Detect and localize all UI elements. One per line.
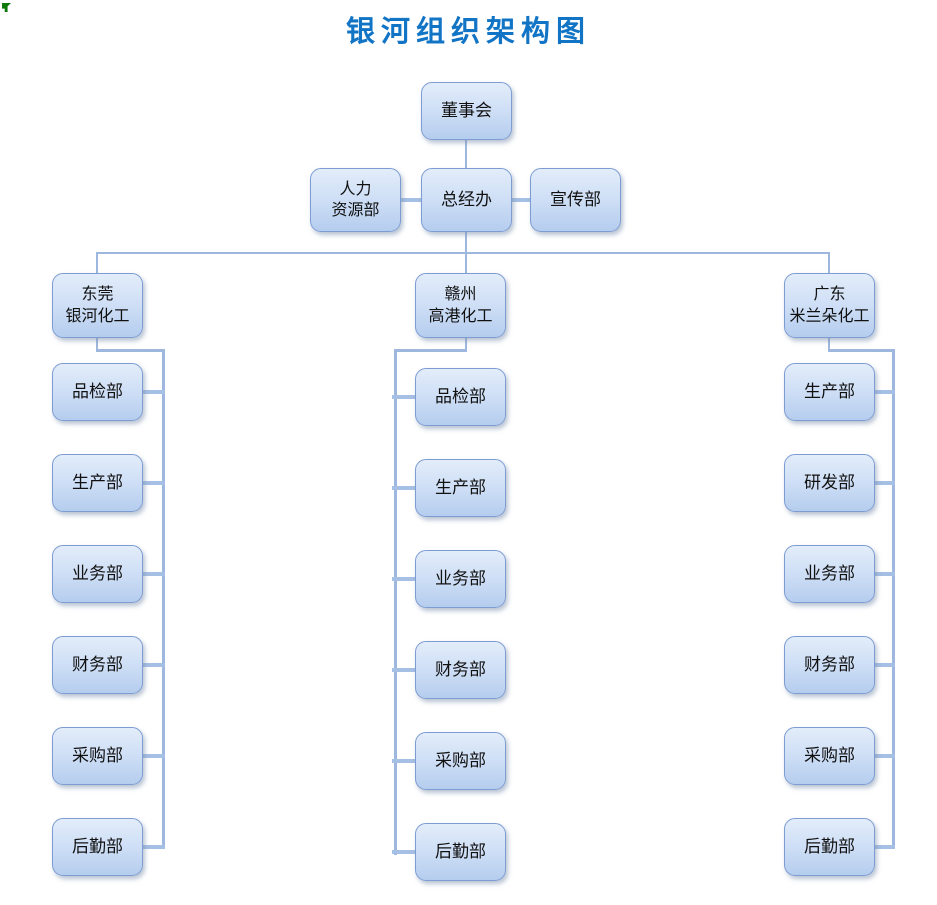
org-box-hr: 人力 资源部 — [310, 168, 401, 232]
connector-line — [96, 252, 830, 254]
connector-line — [141, 390, 165, 394]
connector-line — [392, 395, 416, 399]
connector-line — [828, 349, 895, 352]
green-corner-marker-icon — [2, 3, 11, 12]
connector-line — [141, 663, 165, 667]
connector-line — [141, 572, 165, 576]
connector-line — [392, 850, 416, 854]
org-box-label: 赣州 — [444, 286, 477, 304]
org-box-label: 总经办 — [441, 189, 492, 209]
org-box-label: 东莞 — [81, 286, 114, 304]
connector-line — [394, 349, 467, 352]
connector-line — [872, 390, 895, 394]
dept-box: 后勤部 — [784, 818, 875, 876]
dept-box: 业务部 — [784, 545, 875, 603]
dept-box: 业务部 — [52, 545, 143, 603]
connector-line — [872, 663, 895, 667]
connector-line — [872, 572, 895, 576]
org-box-label: 广东 — [813, 286, 846, 304]
connector-line — [141, 845, 165, 849]
connector-line — [872, 845, 895, 849]
connector-line — [392, 577, 416, 581]
org-box-label: 人力 — [339, 180, 372, 198]
dept-box: 采购部 — [784, 727, 875, 785]
dept-box: 生产部 — [415, 459, 506, 517]
org-box-label: 资源部 — [331, 202, 380, 219]
dept-box: 生产部 — [784, 363, 875, 421]
connector-line — [96, 252, 98, 273]
connector-line — [392, 486, 416, 490]
connector-line — [141, 754, 165, 758]
dept-box: 生产部 — [52, 454, 143, 512]
page-title: 银河组织架构图 — [345, 16, 591, 48]
dept-box: 后勤部 — [415, 823, 506, 881]
org-box-publicity: 宣传部 — [530, 168, 621, 232]
dept-box: 财务部 — [52, 636, 143, 694]
org-box-branch-ganzhou: 赣州 高港化工 — [415, 273, 506, 338]
connector-line — [828, 252, 830, 273]
connector-line — [892, 349, 895, 849]
connector-line — [872, 481, 895, 485]
connector-line — [394, 349, 397, 855]
org-box-label: 高港化工 — [428, 307, 493, 325]
org-box-label: 董事会 — [441, 100, 492, 120]
dept-box: 采购部 — [415, 732, 506, 790]
org-box-branch-dongguan: 东莞 银河化工 — [52, 273, 143, 338]
connector-line — [141, 481, 165, 485]
dept-box: 研发部 — [784, 454, 875, 512]
connector-line — [872, 754, 895, 758]
org-box-branch-guangdong: 广东 米兰朵化工 — [784, 273, 875, 338]
dept-box: 业务部 — [415, 550, 506, 608]
connector-line — [162, 349, 165, 849]
connector-line — [392, 759, 416, 763]
connector-line — [512, 198, 530, 202]
dept-box: 后勤部 — [52, 818, 143, 876]
connector-line — [96, 338, 98, 352]
org-box-label: 宣传部 — [550, 189, 601, 209]
connector-line — [828, 338, 830, 352]
dept-box: 品检部 — [52, 363, 143, 421]
dept-box: 品检部 — [415, 368, 506, 426]
connector-line — [465, 338, 467, 352]
org-box-board: 董事会 — [421, 82, 512, 140]
connector-line — [392, 668, 416, 672]
dept-box: 采购部 — [52, 727, 143, 785]
org-box-label: 银河化工 — [65, 307, 130, 325]
dept-box: 财务部 — [784, 636, 875, 694]
connector-line — [465, 140, 467, 168]
connector-line — [401, 198, 421, 202]
org-box-label: 米兰朵化工 — [789, 307, 870, 325]
org-box-gm-office: 总经办 — [421, 168, 512, 232]
dept-box: 财务部 — [415, 641, 506, 699]
connector-line — [96, 349, 165, 352]
